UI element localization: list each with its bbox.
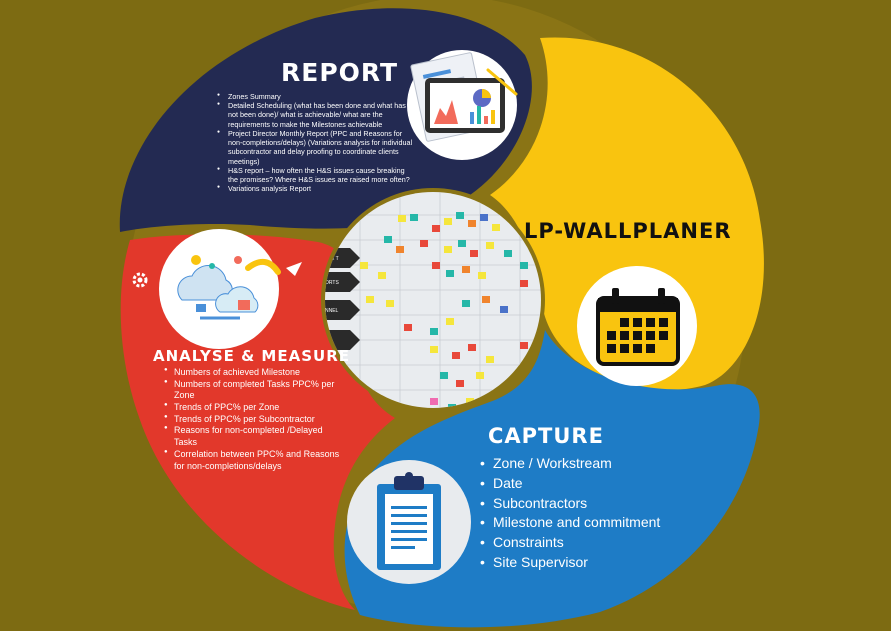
- wallplaner-title: LP-WALLPLANER: [524, 219, 732, 243]
- list-item: Numbers of achieved Milestone: [162, 367, 342, 379]
- list-item: Detailed Scheduling (what has been done …: [216, 101, 416, 129]
- paper-plane-icon: [286, 262, 302, 276]
- list-item: Correlation between PPC% and Reasons for…: [162, 449, 342, 472]
- sticky-notes: [360, 212, 528, 408]
- list-item: Numbers of completed Tasks PPC% per Zone: [162, 379, 342, 402]
- list-item: Variations analysis Report: [216, 184, 416, 193]
- list-item: Reasons for non-completed /Delayed Tasks: [162, 425, 342, 448]
- capture-title: CAPTURE: [488, 424, 604, 448]
- report-title: REPORT: [281, 58, 399, 87]
- list-item: Date: [480, 474, 730, 494]
- calendar-icon: [577, 266, 697, 386]
- clipboard-icon: [347, 460, 471, 584]
- list-item: Zone / Workstream: [480, 454, 730, 474]
- workflow-icon: [159, 229, 281, 349]
- analyse-title: ANALYSE & MEASURE: [153, 347, 350, 365]
- report-list: Zones Summary Detailed Scheduling (what …: [216, 92, 416, 193]
- gear-icon: [132, 272, 148, 288]
- list-item: Trends of PPC% per Zone: [162, 402, 342, 414]
- photo-label: ORTS: [325, 280, 339, 286]
- capture-list: Zone / Workstream Date Subcontractors Mi…: [480, 454, 730, 573]
- photo-label: NNEL: [325, 308, 339, 314]
- list-item: H&S report – how often the H&S issues ca…: [216, 166, 416, 184]
- list-item: Project Director Monthly Report (PPC and…: [216, 129, 416, 166]
- wall-planner-photo: ATE T ORTS NNEL: [325, 192, 541, 408]
- wallplaner-petal: [490, 37, 764, 391]
- analyse-list: Numbers of achieved Milestone Numbers of…: [162, 367, 342, 472]
- list-item: Site Supervisor: [480, 553, 730, 573]
- list-item: Milestone and commitment: [480, 513, 730, 533]
- list-item: Subcontractors: [480, 494, 730, 514]
- list-item: Constraints: [480, 533, 730, 553]
- list-item: Zones Summary: [216, 92, 416, 101]
- tablet-report-icon: [407, 50, 518, 160]
- list-item: Trends of PPC% per Subcontractor: [162, 414, 342, 426]
- row-label-tags: ATE T ORTS NNEL: [325, 248, 360, 350]
